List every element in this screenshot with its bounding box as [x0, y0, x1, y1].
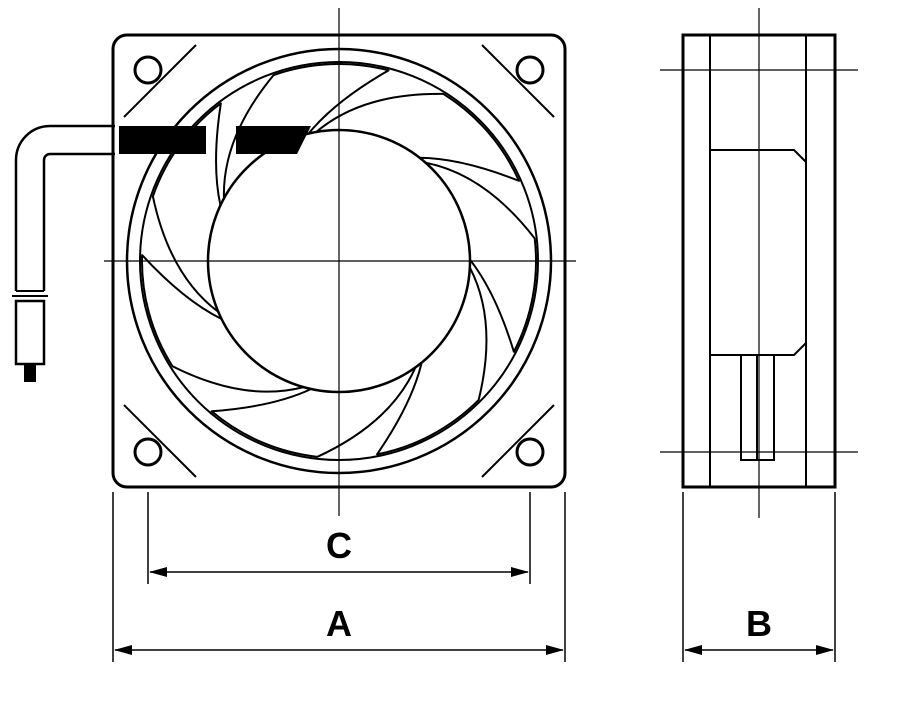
corner-chamfer-bottom-right — [481, 404, 555, 478]
mounting-hole-bottom-right — [515, 437, 545, 467]
dim-b-label: B — [746, 603, 772, 644]
corner-chamfer-top-right — [481, 44, 555, 118]
side-view — [660, 8, 858, 518]
wire-connector-tip — [24, 364, 36, 382]
dim-c-arrow-right — [511, 567, 529, 577]
mounting-hole-top-right — [515, 55, 545, 85]
cable-bar-right-segment — [236, 126, 311, 154]
hub-top-edge — [710, 149, 807, 163]
wire-connector-body — [14, 299, 46, 366]
cable-bar-left-segment — [119, 126, 206, 154]
dim-b-arrow-left — [684, 645, 702, 655]
cable-entry-bar — [119, 126, 311, 154]
mounting-hole-bottom-left — [133, 437, 163, 467]
dim-a-arrow-right — [546, 645, 564, 655]
lead-wire-outer-edge — [14, 124, 115, 291]
lead-wire-inner-edge — [42, 152, 115, 291]
mounting-hole-top-left — [133, 55, 163, 85]
corner-chamfer-bottom-left — [123, 404, 197, 478]
dimensions: C A B — [112, 492, 836, 662]
corner-chamfer-top-left — [123, 44, 197, 118]
dim-b-arrow-right — [816, 645, 834, 655]
front-view — [12, 8, 583, 516]
dim-a-label: A — [326, 603, 352, 644]
dim-a-arrow-left — [114, 645, 132, 655]
dim-c-label: C — [326, 525, 352, 566]
hub-bottom-edge — [710, 342, 807, 356]
dim-c-arrow-left — [149, 567, 167, 577]
